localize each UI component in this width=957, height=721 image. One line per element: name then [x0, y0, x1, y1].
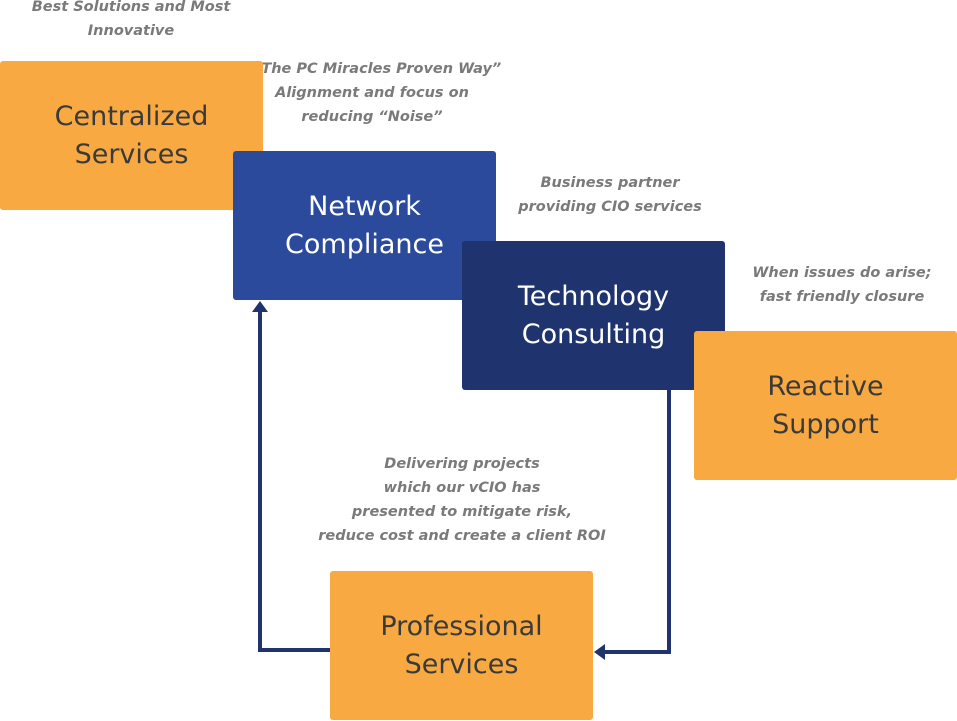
caption-line: which our vCIO has: [383, 480, 541, 496]
arrowhead-left-icon: [594, 644, 605, 660]
professional-services-box: Professional Services: [330, 571, 593, 720]
caption-line: fast friendly closure: [759, 289, 925, 305]
caption-centralized-services: Best Solutions and Most Innovative: [20, 0, 242, 43]
box-label-line: Centralized: [54, 100, 209, 132]
box-label: Technology Consulting: [518, 278, 669, 354]
box-label-line: Professional: [380, 610, 543, 642]
caption-line: Business partner: [540, 175, 680, 191]
centralized-services-box: Centralized Services: [0, 61, 263, 210]
box-label: Centralized Services: [55, 98, 209, 174]
box-label-line: Consulting: [521, 318, 666, 350]
box-label: Network Compliance: [285, 188, 444, 264]
box-label-line: Reactive: [767, 370, 884, 402]
box-label-line: Network: [308, 190, 421, 222]
arrowhead-up-icon: [252, 301, 268, 312]
box-label-line: Compliance: [285, 228, 444, 260]
caption-network-compliance: “The PC Miracles Proven Way” Alignment a…: [252, 57, 502, 129]
box-label-line: Support: [772, 408, 879, 440]
caption-line: When issues do arise;: [752, 265, 932, 281]
box-label: Professional Services: [380, 608, 542, 684]
box-label: Reactive Support: [767, 368, 883, 444]
caption-technology-consulting: Business partner providing CIO services: [502, 171, 718, 219]
caption-line: Innovative: [87, 23, 175, 39]
caption-line: Delivering projects: [384, 456, 540, 472]
caption-line: Best Solutions and Most: [31, 0, 231, 15]
caption-professional-services: Delivering projects which our vCIO has p…: [312, 452, 612, 548]
box-label-line: Technology: [517, 280, 670, 312]
caption-line: reducing “Noise”: [301, 109, 443, 125]
reactive-support-box: Reactive Support: [694, 331, 957, 480]
caption-line: reduce cost and create a client ROI: [318, 528, 606, 544]
box-label-line: Services: [74, 138, 189, 170]
arrow-professional-to-network: [258, 311, 330, 652]
caption-reactive-support: When issues do arise; fast friendly clos…: [734, 261, 950, 309]
caption-line: presented to mitigate risk,: [351, 504, 573, 520]
caption-line: Alignment and focus on: [275, 85, 469, 101]
network-compliance-box: Network Compliance: [233, 151, 496, 300]
caption-line: providing CIO services: [518, 199, 702, 215]
box-label-line: Services: [404, 648, 519, 680]
arrow-technology-to-professional: [604, 390, 671, 654]
technology-consulting-box: Technology Consulting: [462, 241, 725, 390]
caption-line: “The PC Miracles Proven Way”: [252, 61, 502, 77]
